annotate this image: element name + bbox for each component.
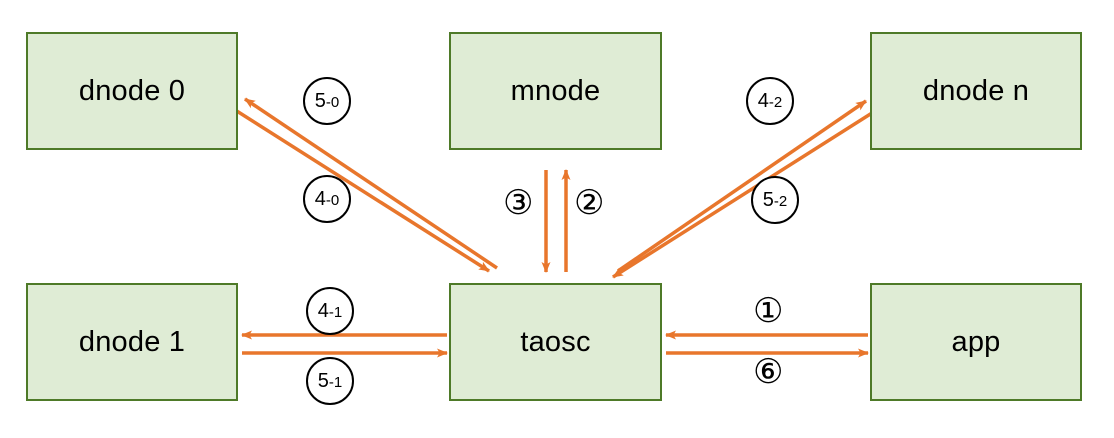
edge-4-2 (617, 99, 867, 273)
node-dnode-1-label: dnode 1 (78, 325, 186, 358)
node-app[interactable]: app (870, 283, 1082, 401)
edge-label-4-2: 4-2 (746, 77, 794, 125)
node-taosc[interactable]: taosc (449, 283, 662, 401)
node-mnode[interactable]: mnode (449, 32, 662, 150)
edge-label-4-1-sub: -1 (328, 304, 343, 321)
edge-label-5-0-num: 5 (314, 90, 326, 112)
node-app-label: app (951, 325, 1001, 358)
edge-label-5-0-sub: -0 (325, 94, 340, 111)
node-dnode-n[interactable]: dnode n (870, 32, 1082, 150)
edge-label-4-1-num: 4 (317, 300, 329, 322)
edge-label-4-1: 4-1 (306, 287, 354, 335)
edge-label-5-1-num: 5 (317, 370, 329, 392)
edge-label-5-2-sub: -2 (773, 193, 788, 210)
node-dnode-n-label: dnode n (922, 74, 1030, 107)
edge-label-4-0-sub: -0 (325, 192, 340, 209)
edge-5-0 (244, 97, 498, 270)
edge-label-2: ② (574, 183, 605, 223)
edge-label-5-1: 5-1 (306, 357, 354, 405)
edge-label-6: ⑥ (753, 352, 784, 392)
edge-label-5-1-sub: -1 (328, 374, 343, 391)
edge-label-4-0-num: 4 (314, 188, 326, 210)
edge-label-4-2-sub: -2 (768, 94, 783, 111)
edge-4-0 (231, 106, 490, 273)
node-mnode-label: mnode (510, 74, 601, 107)
node-dnode-1[interactable]: dnode 1 (26, 283, 238, 401)
edge-5-2 (612, 111, 873, 279)
node-taosc-label: taosc (520, 325, 591, 358)
node-dnode-0-label: dnode 0 (78, 74, 186, 107)
edge-label-5-0: 5-0 (303, 77, 351, 125)
edge-label-5-2: 5-2 (751, 176, 799, 224)
edge-label-4-2-num: 4 (757, 90, 769, 112)
node-dnode-0[interactable]: dnode 0 (26, 32, 238, 150)
edge-label-3: ③ (503, 183, 534, 223)
edge-label-1: ① (753, 291, 784, 331)
edge-label-4-0: 4-0 (303, 175, 351, 223)
edge-label-5-2-num: 5 (762, 189, 774, 211)
